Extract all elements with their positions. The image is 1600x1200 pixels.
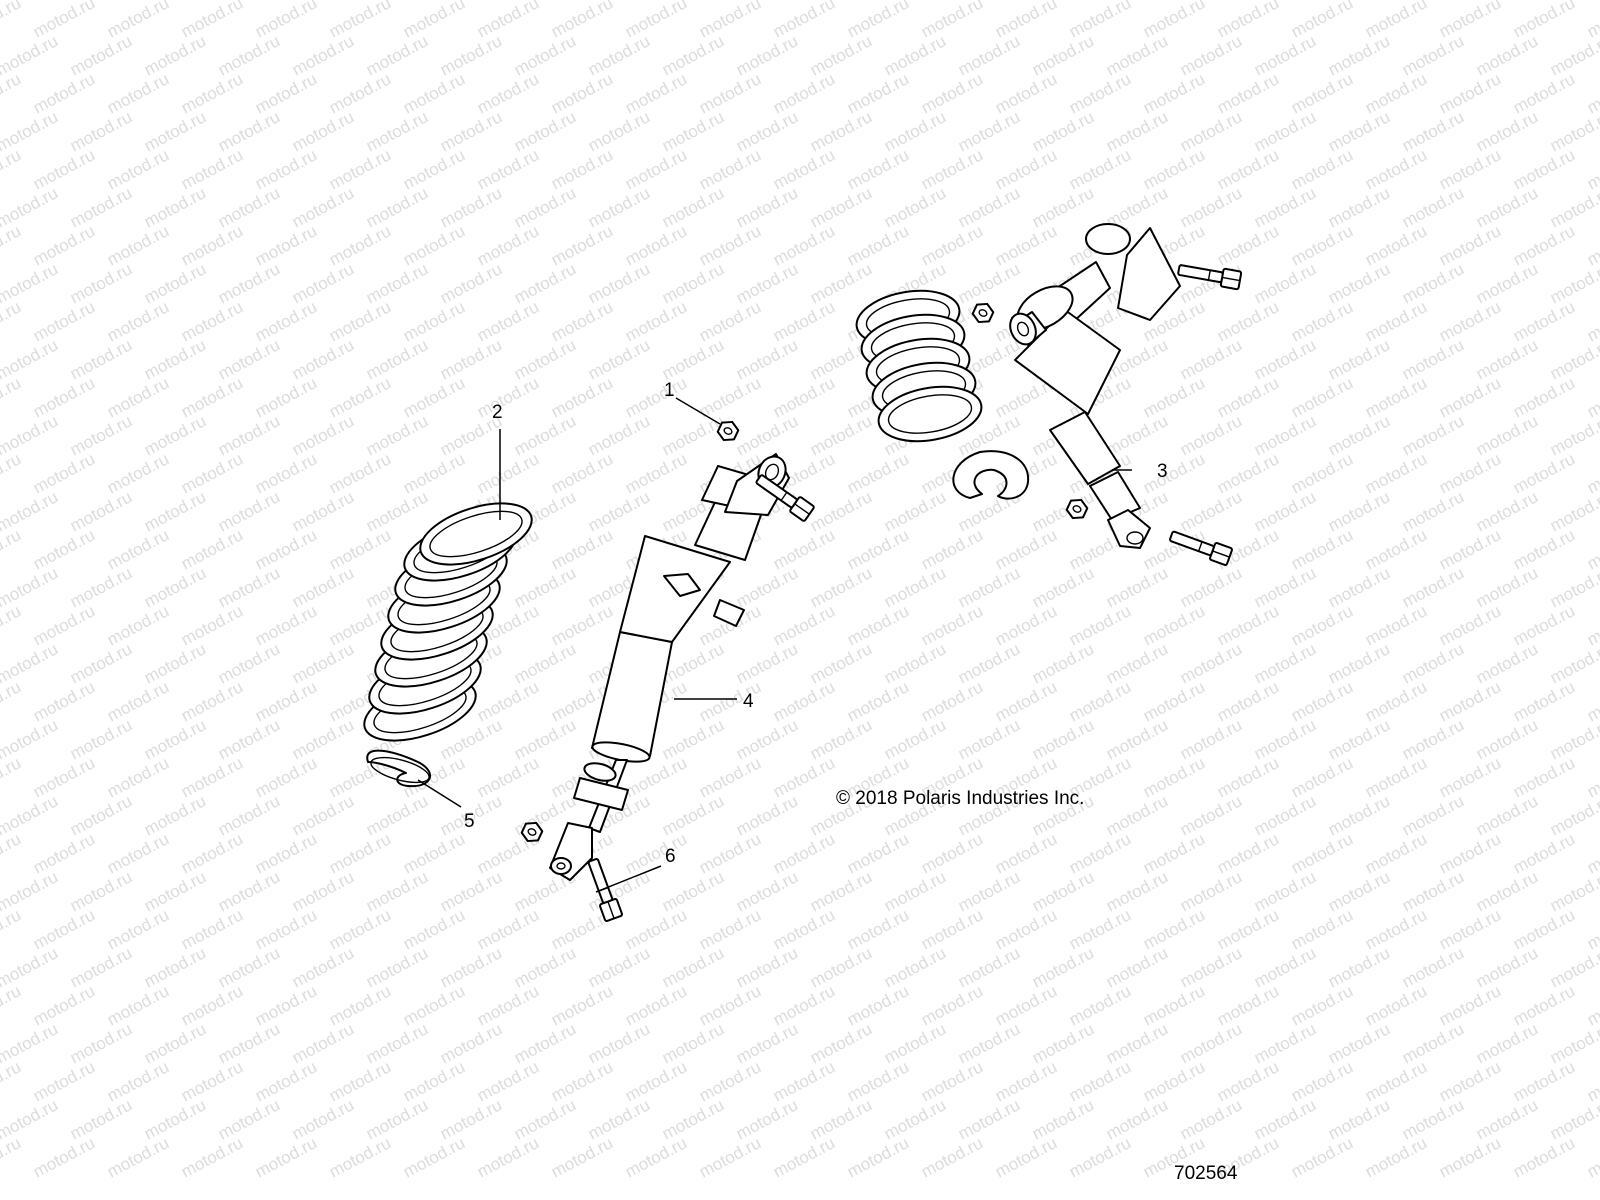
shock-absorber xyxy=(549,453,790,881)
nut-lower xyxy=(518,818,546,846)
bolt-assy-upper xyxy=(1176,259,1243,291)
callout-1: 1 xyxy=(664,380,675,401)
callout-5: 5 xyxy=(464,811,475,832)
copyright-notice: © 2018 Polaris Industries Inc. xyxy=(836,788,1085,809)
coil-spring-assembled xyxy=(851,282,987,450)
spring-retainer xyxy=(366,749,431,788)
callout-3: 3 xyxy=(1157,461,1168,482)
shock-assembly xyxy=(1009,223,1181,549)
callout-2: 2 xyxy=(492,402,503,423)
drawing-number: 702564 xyxy=(1174,1163,1238,1184)
callout-6: 6 xyxy=(665,846,676,867)
nut-assy-lower xyxy=(1063,495,1091,523)
bolt-assy-lower xyxy=(1167,526,1234,567)
coil-spring xyxy=(355,490,541,754)
nut-1 xyxy=(714,417,742,445)
spring-retainer-assembled xyxy=(952,450,1030,500)
nut-assy-upper xyxy=(969,299,997,327)
leader-lines xyxy=(417,397,1132,893)
callout-4: 4 xyxy=(743,691,754,712)
